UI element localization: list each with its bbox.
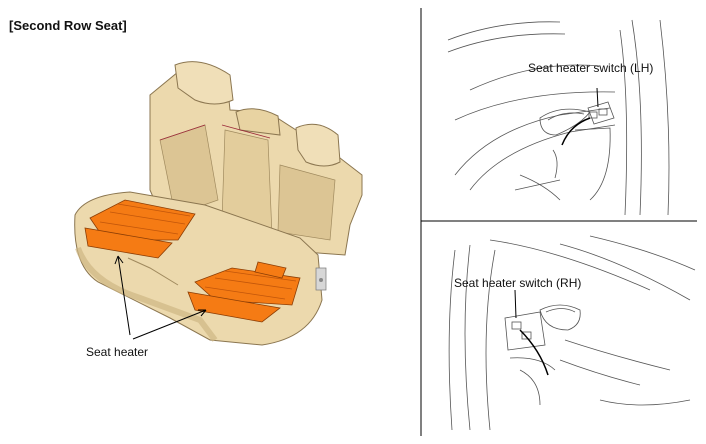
- label-switch-lh: Seat heater switch (LH): [528, 61, 654, 75]
- second-row-seat: [74, 61, 363, 346]
- heater-mat-right: [187, 261, 301, 323]
- heater-mat-left: [84, 199, 196, 259]
- label-seat-heater: Seat heater: [86, 345, 149, 359]
- section-title: [Second Row Seat]: [9, 18, 127, 33]
- leader-switch-lh: [596, 87, 599, 108]
- door-detail-lh: [447, 19, 670, 216]
- leader-switch-rh: [514, 289, 517, 319]
- label-switch-rh: Seat heater switch (RH): [454, 276, 582, 290]
- door-detail-rh: [448, 235, 696, 431]
